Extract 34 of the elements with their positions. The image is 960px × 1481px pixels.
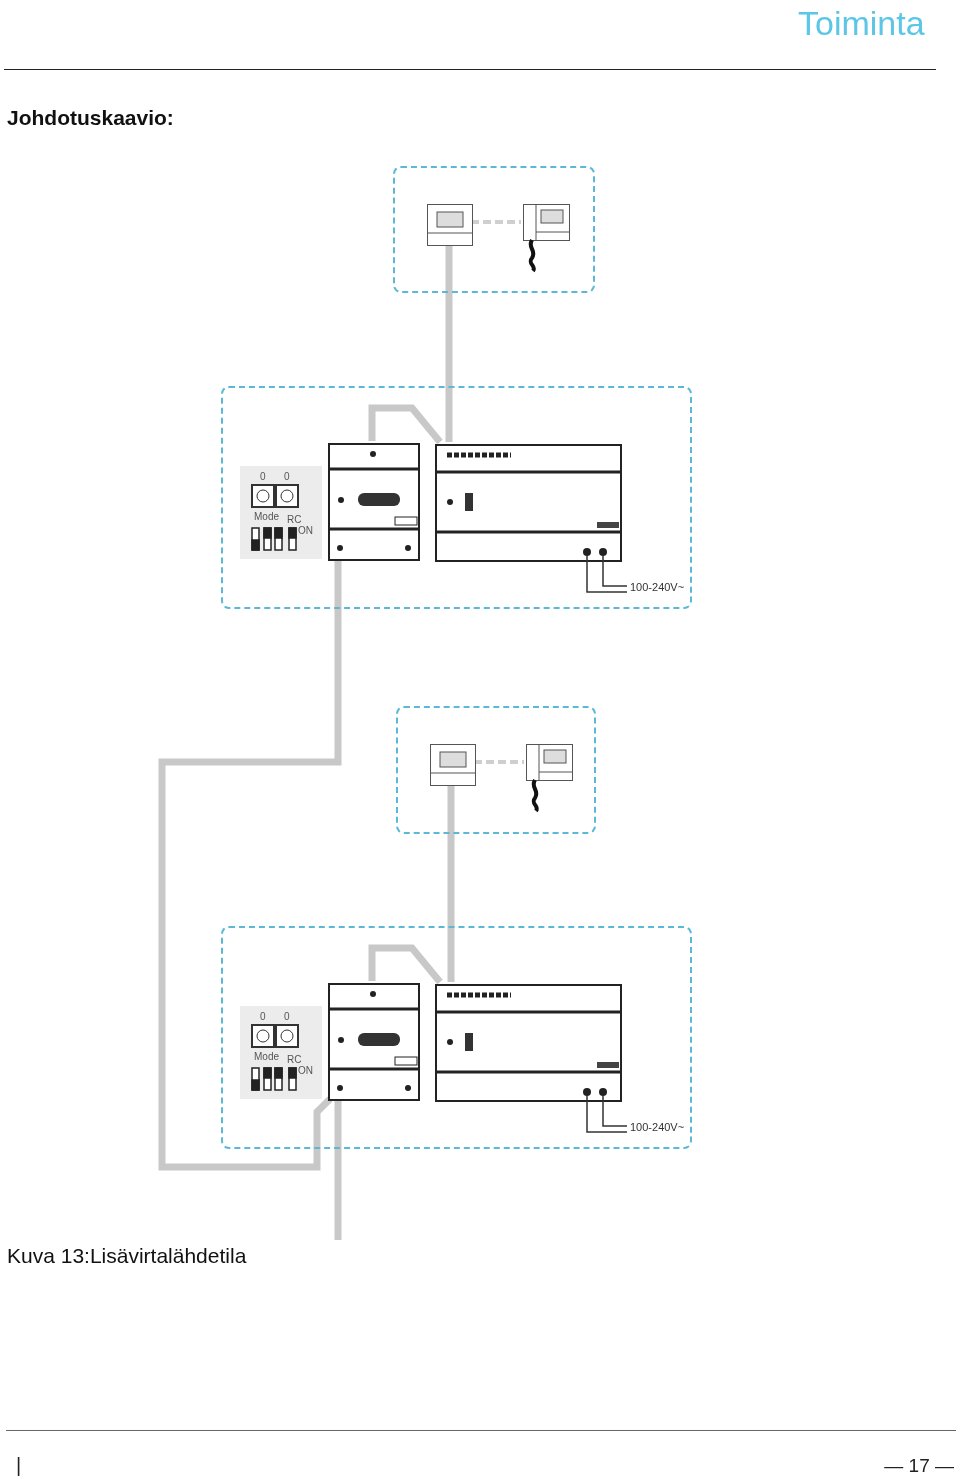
mode-label: Mode [254, 512, 279, 522]
device-group-outline [221, 386, 692, 609]
handset-monitor-drawing [523, 204, 570, 272]
device-group-outline [396, 706, 596, 834]
wireless-link-line [474, 760, 524, 764]
page-number: — 17 — [884, 1455, 954, 1477]
cable [158, 559, 342, 1171]
switch-label: 0 [284, 1012, 290, 1022]
rc-label: RC [287, 515, 302, 525]
voltage-label: 100-240V~ [630, 1122, 685, 1133]
diagram-title: Johdotuskaavio: [7, 106, 174, 130]
voltage-label: 100-240V~ [630, 582, 685, 593]
wireless-link-line [471, 220, 521, 224]
switch-settings-panel [240, 1006, 322, 1099]
footer-mark: | [16, 1454, 22, 1477]
device-group-outline [221, 926, 692, 1149]
indoor-monitor-drawing [430, 744, 476, 786]
rc-label: RC [287, 1055, 302, 1065]
controller-module-drawing [328, 983, 420, 1101]
switch-label: 0 [260, 1012, 266, 1022]
on-label: ON [298, 1066, 313, 1076]
controller-module-drawing [328, 443, 420, 561]
mode-label: Mode [254, 1052, 279, 1062]
on-label: ON [298, 526, 313, 536]
handset-monitor-drawing [526, 744, 573, 812]
cable [368, 944, 443, 985]
indoor-monitor-drawing [427, 204, 473, 246]
cable [368, 404, 443, 445]
device-group-outline [393, 166, 595, 293]
section-heading: Toiminta [798, 4, 925, 43]
switch-label: 0 [284, 472, 290, 482]
switch-label: 0 [260, 472, 266, 482]
switch-settings-panel [240, 466, 322, 559]
figure-caption: Kuva 13:Lisävirtalähdetila [7, 1244, 247, 1268]
